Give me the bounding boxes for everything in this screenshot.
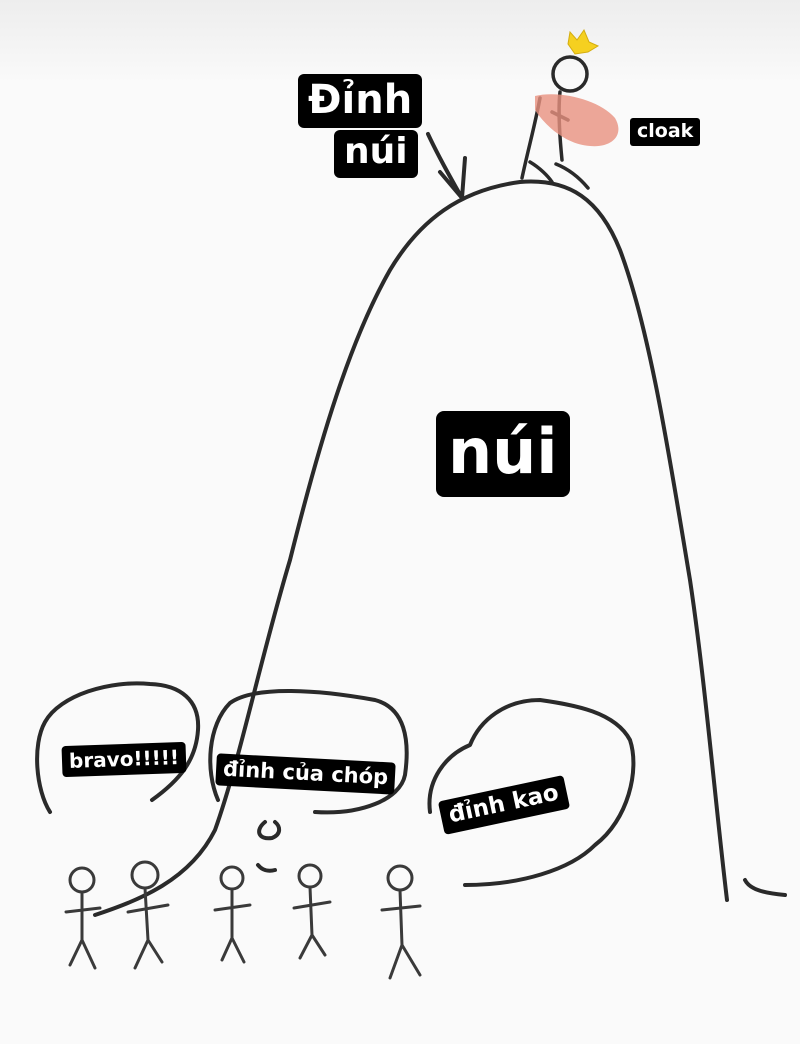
mountain-outline: [93, 179, 729, 917]
crown-icon: [567, 28, 600, 55]
stick-figure-3: [213, 865, 252, 964]
stick-figure-4: [292, 863, 332, 960]
peak-label-line1: Đỉnh: [298, 74, 423, 128]
stick-figure-1: [64, 866, 102, 970]
cloak-label: cloak: [630, 118, 701, 146]
mountain-foot-right: [743, 878, 787, 897]
stick-figure-2: [126, 860, 170, 970]
peak-label-line2: núi: [334, 130, 418, 178]
bubble-left-outline: [35, 681, 201, 814]
bubble-left-text: bravo!!!!!: [61, 741, 187, 778]
bubble-right-outline: [427, 698, 636, 887]
bubble-middle-outline: [208, 689, 409, 815]
bubble-middle-tail: [257, 820, 282, 841]
summit-climber: [520, 55, 590, 190]
cloak-shape: [535, 94, 619, 147]
arrow-down-icon: [426, 132, 467, 200]
stick-figures: [64, 860, 422, 980]
mountain-label: núi: [436, 411, 570, 497]
bubble-middle-mark: [256, 863, 277, 873]
stick-figure-5: [380, 864, 422, 980]
